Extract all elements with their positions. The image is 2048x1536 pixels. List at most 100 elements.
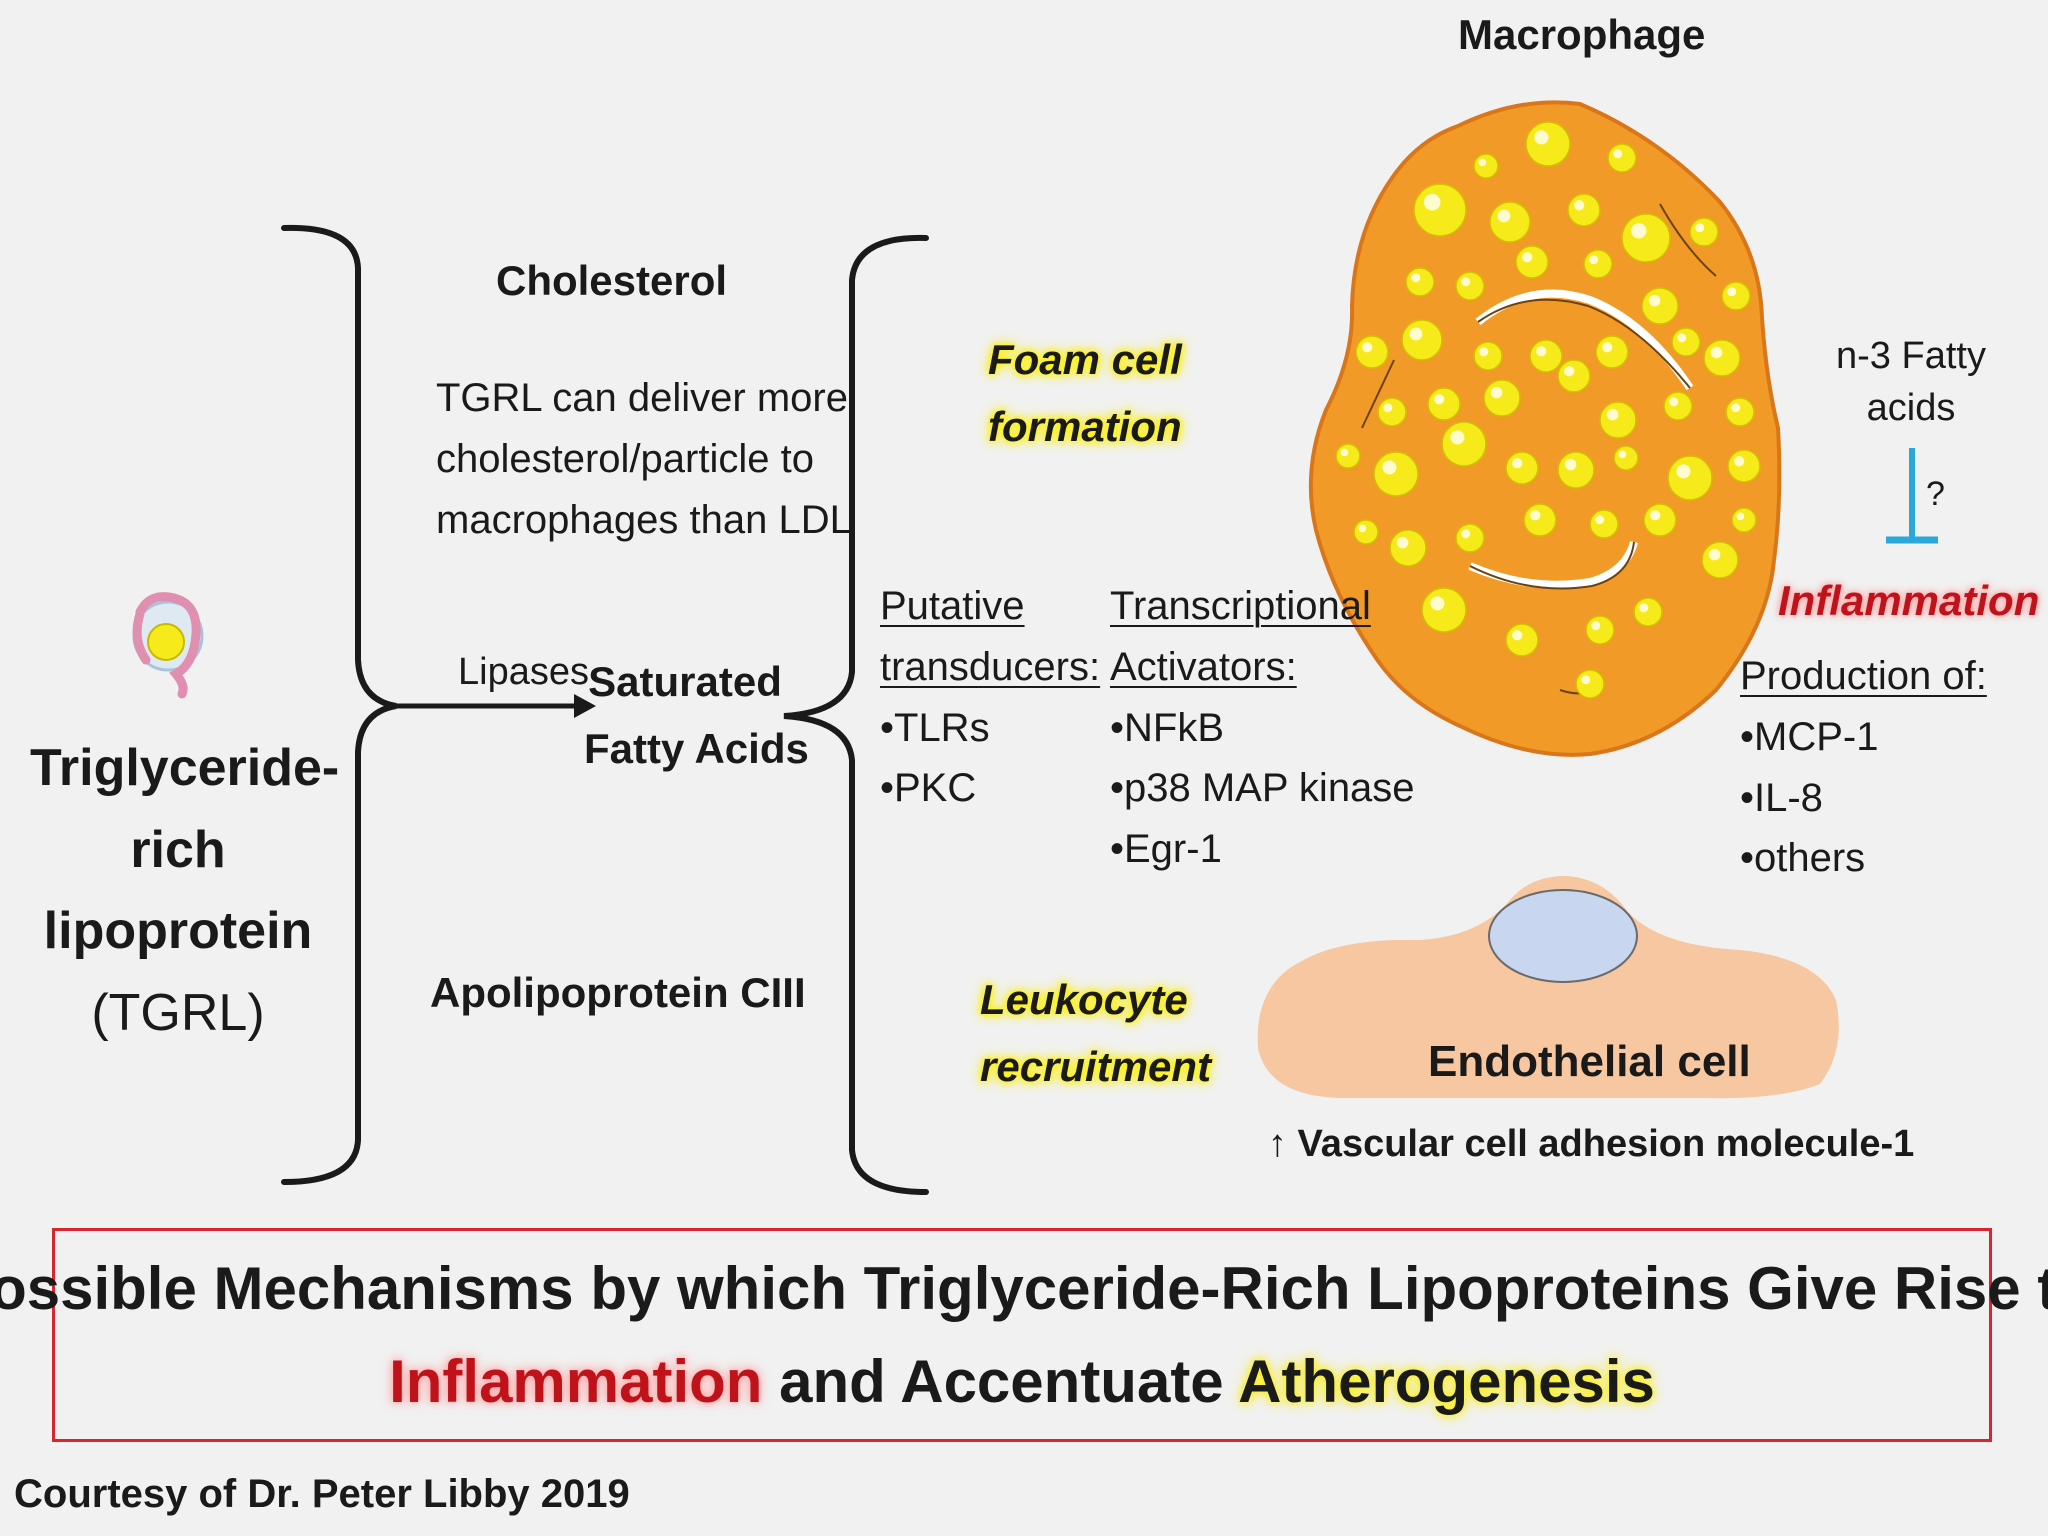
lipid-droplet-highlight: [1564, 458, 1577, 471]
lipid-droplet-highlight: [1340, 448, 1349, 457]
omega3-label: n-3 Fatty acids: [1836, 330, 1986, 435]
production-heading: Production of:: [1740, 654, 1987, 698]
sfa-line-2: Fatty Acids: [584, 725, 809, 773]
lipid-droplet: [1663, 391, 1693, 421]
lipid-droplet: [1353, 519, 1379, 545]
lipid-droplet: [1355, 335, 1389, 369]
lipid-droplet-highlight: [1591, 621, 1601, 631]
lipid-droplet-highlight: [1479, 347, 1489, 357]
tgrl-line-3: lipoprotein: [43, 902, 313, 961]
lipid-droplet-highlight: [1530, 510, 1541, 521]
lipid-droplet: [1483, 379, 1521, 417]
lipid-droplet-highlight: [1396, 536, 1409, 549]
lipid-droplet-highlight: [1411, 273, 1421, 283]
lipid-droplet-highlight: [1648, 294, 1661, 307]
lipid-droplet-highlight: [1450, 430, 1465, 445]
lipases-label: Lipases: [458, 651, 589, 693]
lipid-droplet-highlight: [1595, 515, 1605, 525]
lipid-droplet: [1377, 397, 1407, 427]
apolipoprotein-label: Apolipoprotein CIII: [430, 969, 806, 1016]
omega3-question-mark: ?: [1926, 475, 1945, 513]
lipid-droplet: [1421, 587, 1467, 633]
activator-item: •Egr-1: [1110, 827, 1222, 872]
lipid-droplet: [1389, 529, 1427, 567]
leukocyte-line-2: recruitment: [980, 1043, 1212, 1091]
lipid-droplet: [1515, 245, 1549, 279]
lipid-droplet-highlight: [1409, 327, 1423, 341]
activator-item: •NFkB: [1110, 705, 1225, 750]
lipid-droplet-highlight: [1676, 464, 1691, 479]
lipid-droplet-highlight: [1708, 548, 1721, 561]
tgrl-label: Triglyceride- rich lipoprotein (TGRL): [30, 728, 339, 1055]
omega3-line-2: acids: [1866, 387, 1956, 430]
lipid-droplet: [1613, 445, 1639, 471]
lipid-droplet-highlight: [1574, 200, 1585, 211]
leukocyte-line-1: Leukocyte: [980, 976, 1188, 1023]
lipid-droplet-highlight: [1581, 675, 1591, 685]
lipid-droplet-highlight: [1727, 287, 1737, 297]
lipid-droplet-highlight: [1423, 193, 1441, 211]
title-line-2: Inflammation and Accentuate Atherogenesi…: [389, 1335, 1655, 1428]
lipid-droplet-highlight: [1602, 342, 1613, 353]
lipid-droplet-highlight: [1536, 346, 1547, 357]
lipid-droplet: [1441, 421, 1487, 467]
lipid-droplet: [1641, 287, 1679, 325]
title-line-1: Possible Mechanisms by which Triglycerid…: [0, 1255, 2048, 1322]
foam-cell-line-1: Foam cell: [988, 336, 1182, 383]
lipid-droplet-highlight: [1512, 630, 1523, 641]
lipid-droplet-highlight: [1358, 524, 1367, 533]
activator-item: •p38 MAP kinase: [1110, 766, 1415, 811]
leukocyte-recruitment-label: Leukocyte recruitment: [980, 966, 1211, 1100]
tgrl-line-2: rich: [130, 820, 226, 879]
macrophage-cell: [1308, 100, 1782, 757]
title-atherogenesis-word: Atherogenesis: [1238, 1348, 1655, 1415]
lipid-droplet: [1689, 217, 1719, 247]
transducers-heading-1: Putative: [880, 584, 1025, 628]
lipid-droplet: [1489, 201, 1531, 243]
lipid-droplet-highlight: [1589, 255, 1599, 265]
lipid-droplet: [1721, 281, 1751, 311]
lipid-droplet: [1473, 153, 1499, 179]
transducer-item: •TLRs: [880, 705, 990, 750]
lipid-droplet: [1523, 503, 1557, 537]
lipid-droplet: [1373, 451, 1419, 497]
lipid-droplet: [1529, 339, 1563, 373]
lipid-droplet: [1405, 267, 1435, 297]
lipid-droplet: [1703, 339, 1741, 377]
lipid-droplet: [1473, 341, 1503, 371]
lipid-droplet: [1505, 623, 1539, 657]
lipid-droplet: [1525, 121, 1571, 167]
vcam-label: ↑ Vascular cell adhesion molecule-1: [1268, 1123, 1915, 1165]
lipid-droplet: [1643, 503, 1677, 537]
lipid-droplet: [1595, 335, 1629, 369]
lipid-droplet: [1335, 443, 1361, 469]
lipases-arrowhead: [574, 694, 596, 718]
transducers-heading-2: transducers:: [880, 644, 1101, 689]
cholesterol-description: TGRL can deliver more cholesterol/partic…: [436, 368, 852, 550]
lipid-droplet-highlight: [1736, 512, 1745, 521]
lipid-droplet: [1667, 455, 1713, 501]
lipid-droplet-highlight: [1710, 346, 1723, 359]
lipid-droplet: [1557, 359, 1591, 393]
lipid-droplet: [1505, 451, 1539, 485]
lipid-droplet-highlight: [1430, 596, 1445, 611]
lipid-droplet-highlight: [1677, 333, 1687, 343]
lipid-droplet: [1671, 327, 1701, 357]
lipid-droplet-highlight: [1669, 397, 1679, 407]
omega3-line-1: n-3 Fatty: [1836, 335, 1986, 377]
right-brace: [783, 234, 929, 1195]
lipid-droplet-highlight: [1606, 408, 1619, 421]
lipid-droplet: [1575, 669, 1605, 699]
inhibition-symbol: [1886, 448, 1938, 544]
putative-transducers: Putative transducers: •TLRs •PKC: [880, 576, 1100, 819]
lipid-droplet-highlight: [1522, 252, 1533, 263]
lipid-droplet: [1701, 541, 1739, 579]
cholesterol-heading: Cholesterol: [496, 257, 728, 304]
lipid-droplet-highlight: [1695, 223, 1705, 233]
lipid-droplet: [1731, 507, 1757, 533]
lipid-droplet: [1455, 523, 1485, 553]
endothelial-cell: [1257, 876, 1839, 1099]
sfa-line-1: Saturated: [588, 658, 782, 705]
lipid-droplet: [1557, 451, 1595, 489]
title-box: Possible Mechanisms by which Triglycerid…: [0, 1228, 2048, 1442]
